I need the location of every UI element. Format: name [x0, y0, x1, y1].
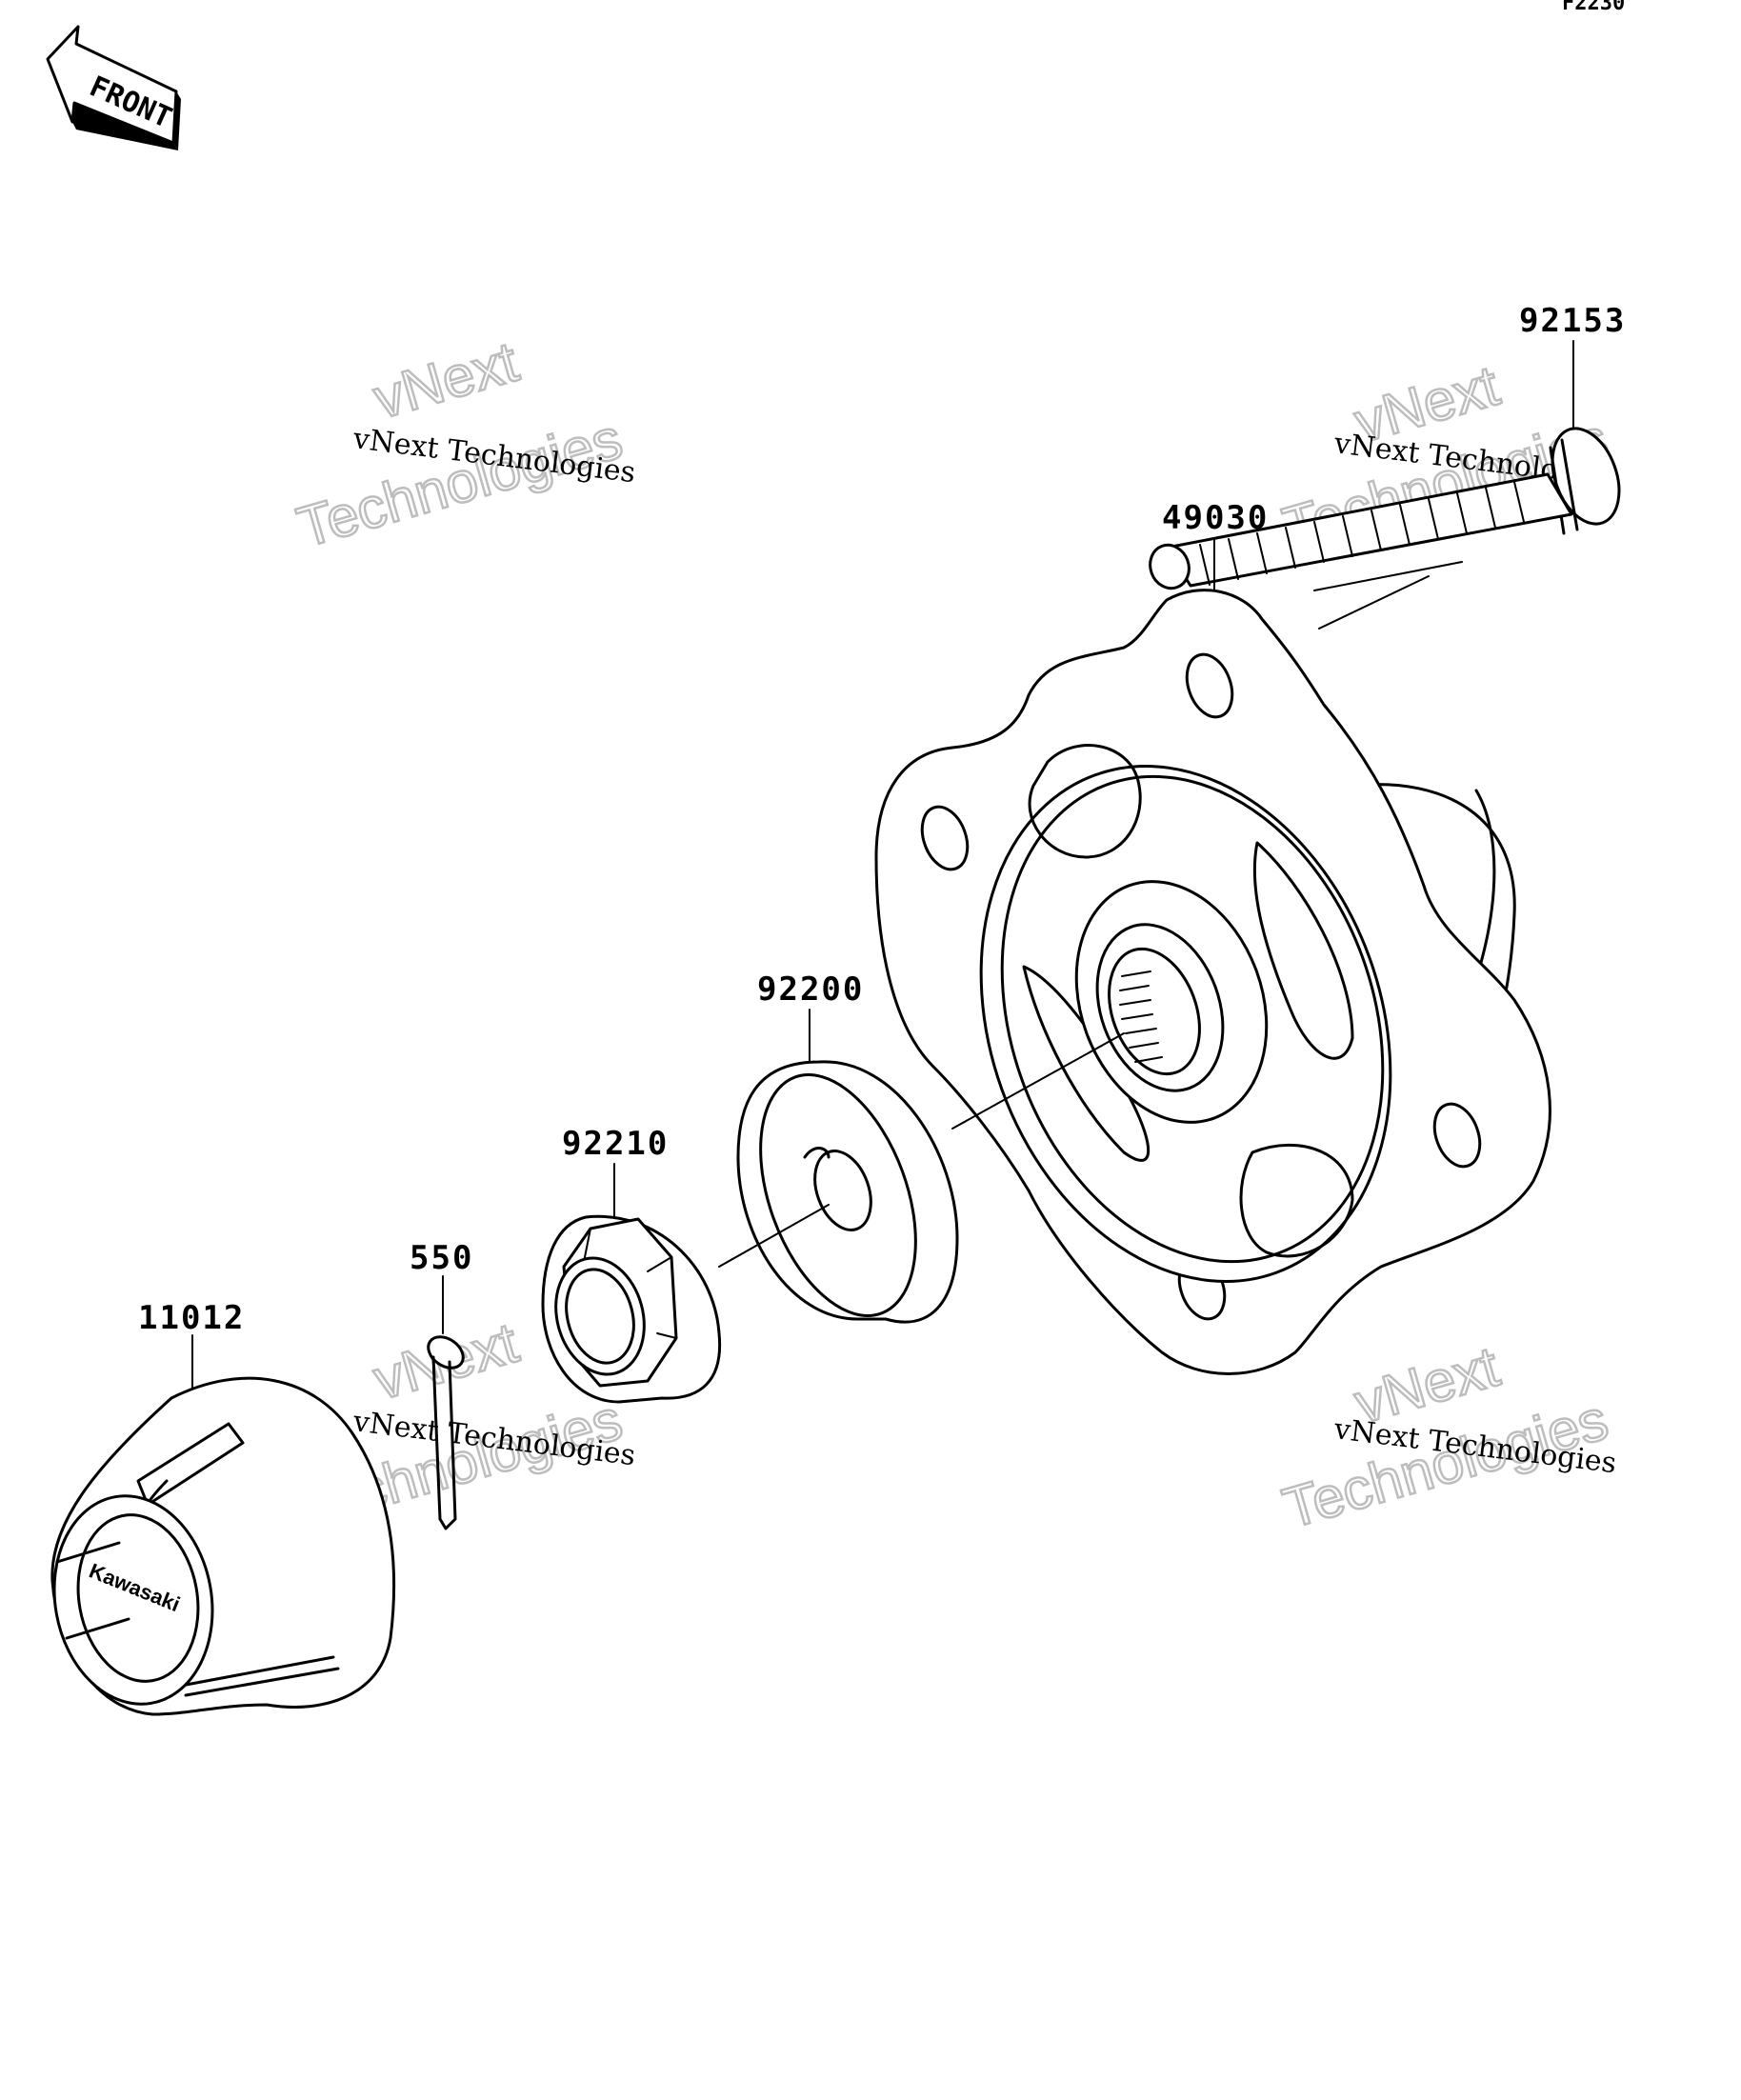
svg-text:vNext: vNext	[367, 330, 525, 431]
part-11012-hub-cap: 11012 Kawasaki	[50, 1299, 396, 1716]
part-number-550: 550	[410, 1239, 473, 1277]
part-number-92200: 92200	[757, 970, 864, 1009]
leader-bolt-axis	[1318, 575, 1430, 630]
part-92153-bolt: 92153	[1149, 302, 1626, 591]
part-number-11012: 11012	[138, 1299, 245, 1337]
watermark-top-left: vNext Technologies vNext Technologies	[290, 328, 637, 560]
leader-washer-axis	[718, 1204, 830, 1268]
part-92210-nut: 92210	[541, 1125, 722, 1404]
part-number-92210: 92210	[562, 1125, 669, 1163]
watermark-bottom-right: vNext Technologies vNext Technologies	[1275, 1332, 1618, 1541]
leader-hub-axis	[951, 1032, 1125, 1130]
part-92200-washer: 92200	[736, 970, 959, 1324]
part-number-49030: 49030	[1162, 499, 1269, 537]
part-49030-hub: 49030	[874, 499, 1551, 1375]
part-number-92153: 92153	[1519, 302, 1626, 340]
figure-code: F2230	[1562, 0, 1625, 15]
front-arrow-icon: FRONT	[46, 25, 181, 150]
part-550-cotter-pin: 550	[410, 1239, 473, 1530]
